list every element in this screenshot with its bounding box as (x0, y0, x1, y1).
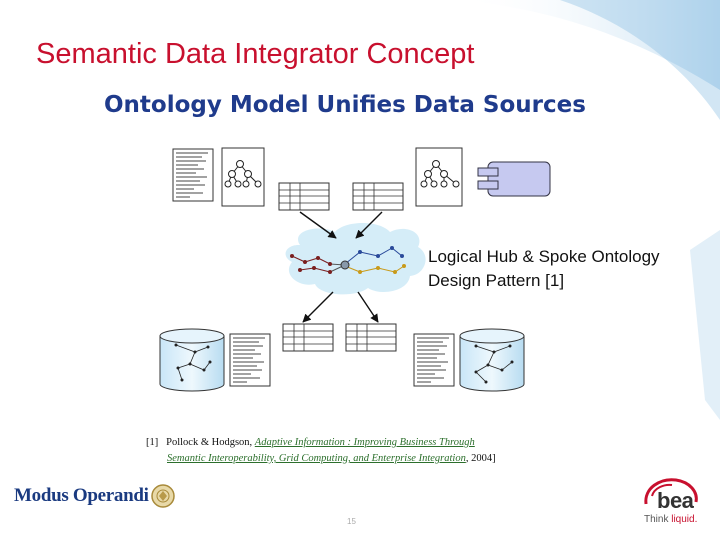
slide-subtitle: Ontology Model Unifies Data Sources (104, 92, 586, 118)
tree-document-icon (221, 147, 265, 207)
table-icon (345, 323, 397, 352)
hub-label: Logical Hub & Spoke Ontology Design Patt… (428, 245, 660, 293)
reference-title-link[interactable]: Adaptive Information : Improving Busines… (254, 437, 475, 448)
hub-ontology-graph (290, 246, 406, 274)
hub-cloud (285, 223, 426, 295)
database-icon (459, 328, 525, 392)
table-icon (282, 323, 334, 352)
swoosh-decoration (460, 0, 720, 420)
page-number: 15 (347, 517, 356, 526)
component-icon (477, 161, 551, 197)
bea-logo: bea Think liquid. (640, 474, 702, 530)
hub-label-line1: Logical Hub & Spoke Ontology (428, 247, 660, 266)
reference-footnote: [1] Pollock & Hodgson, Adaptive Informat… (146, 435, 496, 467)
seal-icon (150, 484, 175, 508)
reference-year: , 2004] (465, 453, 496, 464)
document-icon (229, 333, 271, 387)
modus-operandi-logo: Modus Operandi (14, 483, 176, 509)
slide-title: Semantic Data Integrator Concept (36, 38, 475, 70)
connector-arrows (299, 211, 383, 323)
modus-operandi-wordmark: Modus Operandi (14, 485, 149, 506)
table-icon (352, 182, 404, 211)
reference-authors: Pollock & Hodgson, (166, 437, 255, 448)
bea-wordmark: bea (657, 488, 694, 513)
reference-marker: [1] (146, 437, 159, 448)
table-icon (278, 182, 330, 211)
bea-tagline-think: Think (644, 514, 672, 525)
bea-tagline-liquid: liquid. (671, 514, 698, 525)
bea-swirl-icon (644, 478, 698, 505)
document-icon (172, 148, 214, 202)
hub-label-line2: Design Pattern [1] (428, 271, 565, 290)
document-icon (413, 333, 455, 387)
tree-document-icon (415, 147, 463, 207)
reference-title-link-continued[interactable]: Semantic Interoperability, Grid Computin… (167, 453, 466, 464)
bea-tagline: Think liquid. (644, 514, 697, 525)
database-icon (159, 328, 225, 392)
